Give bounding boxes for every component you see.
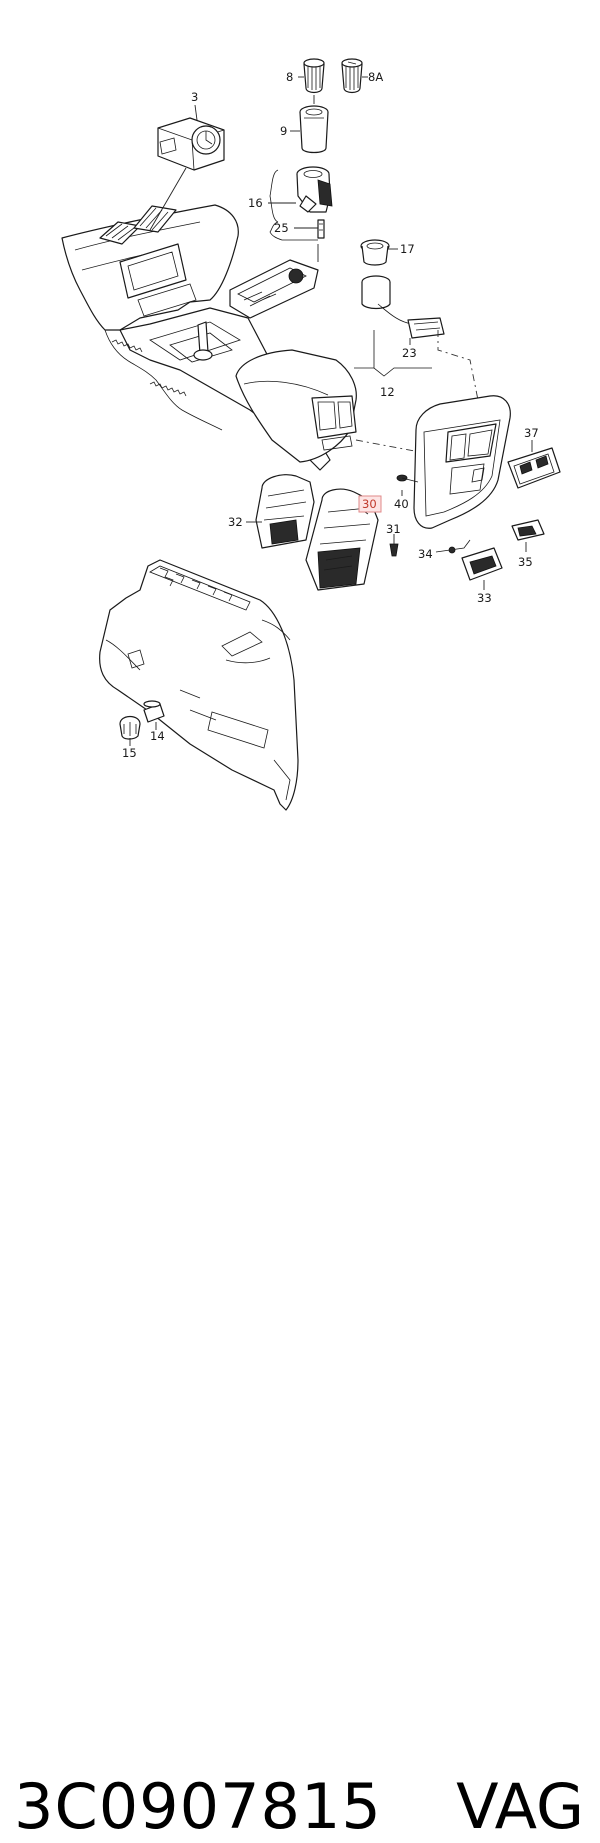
part-8-cap xyxy=(303,58,325,94)
label-31: 31 xyxy=(386,522,401,536)
label-37: 37 xyxy=(524,426,539,440)
rear-console-trim xyxy=(413,395,511,529)
label-15: 15 xyxy=(122,746,137,760)
brand-name: VAG xyxy=(456,1770,584,1843)
part-37-switch-panel xyxy=(507,440,561,489)
label-30: 30 xyxy=(362,497,377,511)
label-8a: 8A xyxy=(368,70,383,84)
part-33-socket xyxy=(461,547,503,590)
label-33: 33 xyxy=(477,591,492,605)
label-25: 25 xyxy=(274,221,289,235)
part-3-clock xyxy=(149,104,225,231)
part-32-bracket xyxy=(246,474,315,549)
label-16: 16 xyxy=(248,196,263,210)
part-9-socket xyxy=(299,95,329,154)
part-number: 3C0907815 xyxy=(14,1770,382,1843)
part-35-connector xyxy=(511,519,545,552)
dashboard-outline xyxy=(61,204,357,471)
part-15-cap xyxy=(119,715,141,746)
label-40: 40 xyxy=(394,497,409,511)
part-30-storage-compartment xyxy=(305,488,379,591)
label-32: 32 xyxy=(228,515,243,529)
label-12: 12 xyxy=(380,385,395,399)
part-17-ring xyxy=(360,239,390,266)
label-34: 34 xyxy=(418,547,433,561)
label-8: 8 xyxy=(286,70,293,84)
label-17: 17 xyxy=(400,242,415,256)
part-14-fastener xyxy=(143,700,165,730)
label-9: 9 xyxy=(280,124,287,138)
side-trim-panel xyxy=(99,559,299,811)
part-31-clip xyxy=(389,534,399,557)
label-23: 23 xyxy=(402,346,417,360)
label-3: 3 xyxy=(191,90,198,104)
part-25-fuse xyxy=(317,219,325,239)
label-35: 35 xyxy=(518,555,533,569)
part-40-screw xyxy=(396,474,419,496)
footer: 3C0907815 VAG xyxy=(0,880,600,1843)
highlight-30 xyxy=(358,495,382,513)
part-12-harness xyxy=(361,275,445,339)
label-14: 14 xyxy=(150,729,165,743)
part-16-housing xyxy=(296,166,333,213)
exploded-parts-diagram: 3 8 8A 9 16 25 17 23 12 37 40 32 30 31 3… xyxy=(61,58,561,811)
storage-tray xyxy=(229,244,319,319)
part-8a-cap xyxy=(341,58,363,94)
part-34-connector xyxy=(435,539,471,554)
